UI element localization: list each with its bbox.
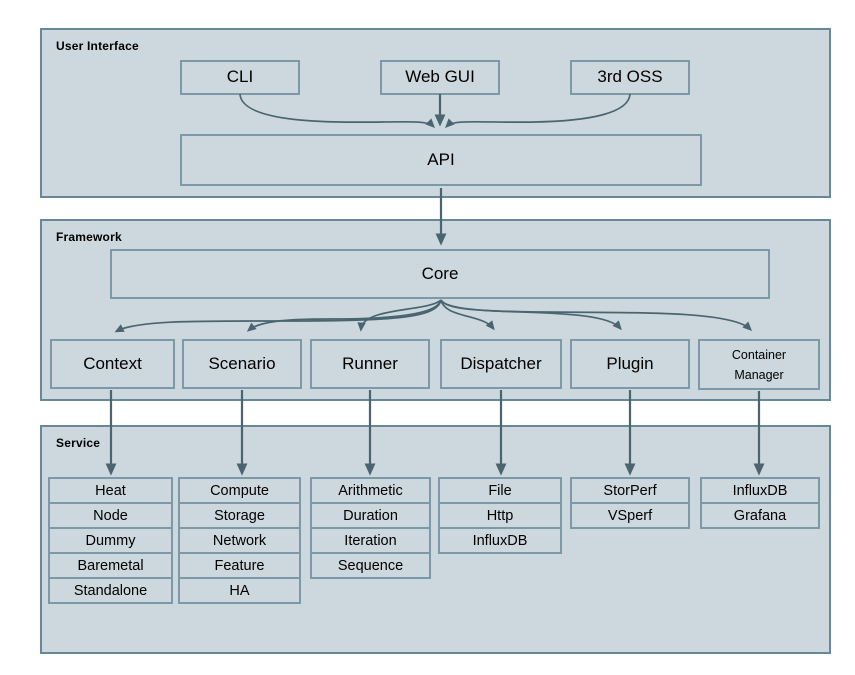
panel-framework-label: Framework [56,230,122,244]
service-item: Grafana [700,502,820,529]
node-api: API [180,134,702,186]
service-item: Baremetal [48,552,173,579]
service-item: Sequence [310,552,431,579]
service-item: VSperf [570,502,690,529]
service-item: Arithmetic [310,477,431,504]
service-item: Duration [310,502,431,529]
node-web-gui: Web GUI [380,60,500,95]
service-item: Iteration [310,527,431,554]
service-item: Heat [48,477,173,504]
stack-plugin-services: StorPerf VSperf [570,477,690,529]
service-item: Compute [178,477,301,504]
panel-user-interface-label: User Interface [56,39,139,53]
node-3rd-oss: 3rd OSS [570,60,690,95]
node-core: Core [110,249,770,299]
node-context: Context [50,339,175,389]
service-item: Feature [178,552,301,579]
node-dispatcher: Dispatcher [440,339,562,389]
stack-container-manager-services: InfluxDB Grafana [700,477,820,529]
service-item: Storage [178,502,301,529]
node-plugin: Plugin [570,339,690,389]
service-item: Dummy [48,527,173,554]
service-item: HA [178,577,301,604]
service-item: InfluxDB [700,477,820,504]
stack-runner-services: Arithmetic Duration Iteration Sequence [310,477,431,579]
stack-scenario-services: Compute Storage Network Feature HA [178,477,301,604]
service-item: Http [438,502,562,529]
service-item: InfluxDB [438,527,562,554]
service-item: StorPerf [570,477,690,504]
node-container-manager-label: Container Manager [731,347,787,382]
node-cli: CLI [180,60,300,95]
service-item: Node [48,502,173,529]
node-container-manager: Container Manager [698,339,820,390]
stack-dispatcher-services: File Http InfluxDB [438,477,562,554]
stack-context-services: Heat Node Dummy Baremetal Standalone [48,477,173,604]
node-scenario: Scenario [182,339,302,389]
service-item: File [438,477,562,504]
service-item: Standalone [48,577,173,604]
service-item: Network [178,527,301,554]
node-runner: Runner [310,339,430,389]
panel-service-label: Service [56,436,101,450]
